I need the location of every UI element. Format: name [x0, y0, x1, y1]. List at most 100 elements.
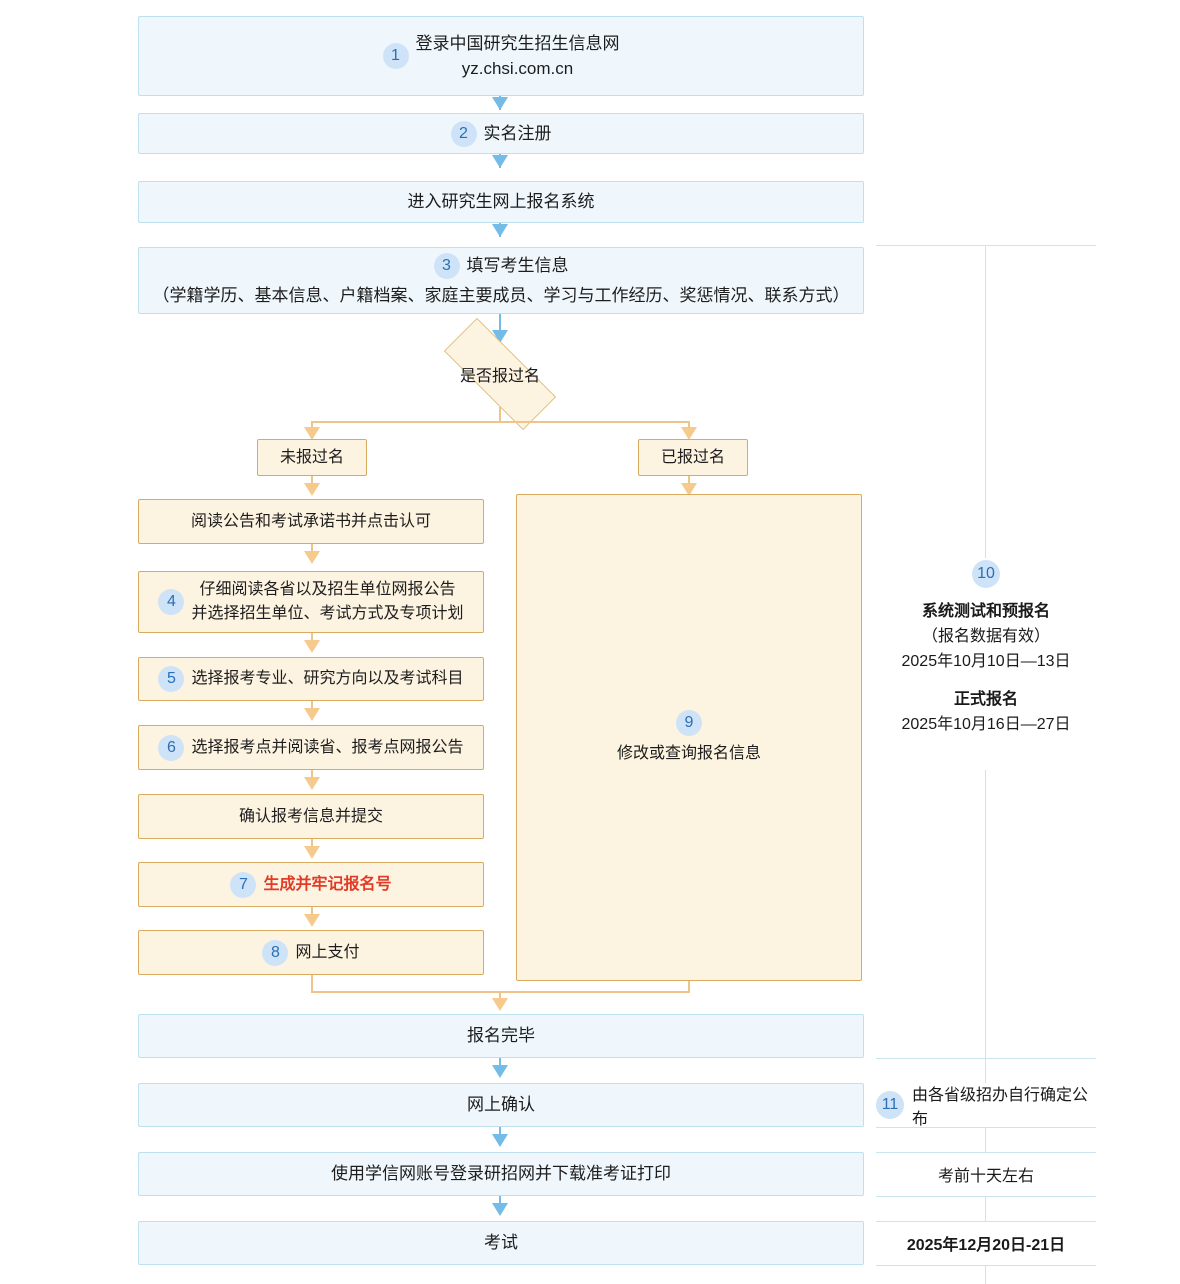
arrow-o5-o6 [304, 846, 320, 859]
node-fill-info-detail: （学籍学历、基本信息、户籍档案、家庭主要成员、学习与工作经历、奖惩情况、联系方式… [152, 285, 850, 305]
node-not-registered: 未报过名 [257, 439, 367, 476]
branch-stem [499, 407, 501, 423]
node-read-province-announcement-label: 仔细阅读各省以及招生单位网报公告 并选择招生单位、考试方式及专项计划 [191, 581, 464, 622]
connector-ticket-exam [499, 1196, 501, 1209]
node-read-province-announcement: 4 仔细阅读各省以及招生单位网报公告 并选择招生单位、考试方式及专项计划 [138, 571, 484, 633]
node-enter-system: 进入研究生网上报名系统 [138, 181, 864, 223]
timeline-ticket-row: 考前十天左右 [876, 1152, 1096, 1196]
timeline-exam-text: 2025年12月20日-21日 [906, 1237, 1066, 1254]
arrow-3-4 [492, 224, 508, 237]
arrow-confirm-ticket [492, 1134, 508, 1147]
timeline-official-dates: 2025年10月16日—27日 [901, 716, 1071, 734]
node-realname-register: 2 实名注册 [138, 113, 864, 154]
timeline-tick-exam-bottom [985, 1265, 986, 1284]
branch-horizontal [311, 421, 689, 423]
node-exam-label: 考试 [484, 1233, 518, 1253]
connector-complete-confirm [499, 1058, 501, 1071]
merge-right-drop [688, 981, 690, 993]
arrow-branch-left [304, 427, 320, 440]
step-badge-7: 7 [230, 871, 257, 898]
connector-o6-o7 [311, 907, 313, 920]
arrow-o6-o7 [304, 914, 320, 927]
step-badge-5: 5 [158, 666, 185, 692]
node-download-admission-ticket: 使用学信网账号登录研招网并下载准考证打印 [138, 1152, 864, 1196]
arrow-complete-confirm [492, 1065, 508, 1078]
node-confirm-submit-label: 确认报考信息并提交 [238, 807, 383, 825]
connector-confirm-ticket [499, 1127, 501, 1140]
node-login-label: 登录中国研究生招生信息网 yz.chsi.com.cn [415, 33, 620, 79]
node-online-confirmation: 网上确认 [138, 1083, 864, 1127]
timeline-pretest-title: 系统测试和预报名 [921, 603, 1050, 620]
branch-right-drop [688, 421, 690, 432]
branch-left-drop [311, 421, 313, 432]
arrow-o2-o3 [304, 640, 320, 653]
node-fill-info: 3 填写考生信息 （学籍学历、基本信息、户籍档案、家庭主要成员、学习与工作经历、… [138, 247, 864, 314]
step-badge-2: 2 [450, 120, 477, 147]
node-download-admission-ticket-label: 使用学信网账号登录研招网并下载准考证打印 [331, 1164, 671, 1184]
arrow-notreg-o1 [304, 483, 320, 496]
arrow-ticket-exam [492, 1203, 508, 1216]
step-badge-8: 8 [262, 939, 289, 966]
connector-o5-o6 [311, 839, 313, 852]
node-modify-query-info: 9 修改或查询报名信息 [516, 494, 862, 981]
step-badge-10: 10 [972, 560, 1000, 588]
connector-o1-o2 [311, 544, 313, 557]
node-online-payment-label: 网上支付 [295, 943, 360, 961]
timeline-divider-exam-top [876, 1221, 1096, 1222]
step-badge-6: 6 [158, 734, 185, 761]
timeline-official-title: 正式报名 [953, 691, 1018, 709]
timeline-tick-confirm-bottom [985, 1127, 986, 1152]
node-read-announcement: 阅读公告和考试承诺书并点击认可 [138, 499, 484, 544]
arrow-merge-complete [492, 998, 508, 1011]
connector-o4-o5 [311, 770, 313, 783]
node-select-major-label: 选择报考专业、研究方向以及考试科目 [191, 670, 464, 687]
step-badge-4: 4 [158, 589, 185, 615]
node-already-registered-label: 已报过名 [660, 448, 725, 466]
step-badge-9: 9 [676, 709, 702, 736]
timeline-divider-exam-bottom [876, 1265, 1096, 1266]
node-generate-registration-number-label: 生成并牢记报名号 [263, 875, 392, 893]
timeline-tick-ticket-bottom [985, 1196, 986, 1221]
timeline-divider-ticket-top [876, 1152, 1096, 1153]
node-confirm-submit: 确认报考信息并提交 [138, 794, 484, 839]
node-exam: 考试 [138, 1221, 864, 1265]
node-already-registered: 已报过名 [638, 439, 748, 476]
connector-4-decision [499, 314, 501, 342]
arrow-o3-o4 [304, 708, 320, 721]
timeline-divider-confirm-top [876, 1058, 1096, 1059]
node-select-exam-site: 6 选择报考点并阅读省、报考点网报公告 [138, 725, 484, 770]
node-not-registered-label: 未报过名 [279, 448, 344, 466]
node-online-confirmation-label: 网上确认 [467, 1095, 535, 1115]
connector-notreg-o1 [311, 476, 313, 488]
connector-o3-o4 [311, 701, 313, 714]
node-generate-registration-number: 7 生成并牢记报名号 [138, 862, 484, 907]
node-online-payment: 8 网上支付 [138, 930, 484, 975]
node-read-announcement-label: 阅读公告和考试承诺书并点击认可 [190, 512, 431, 530]
step-badge-1: 1 [382, 43, 409, 69]
node-select-exam-site-label: 选择报考点并阅读省、报考点网报公告 [191, 738, 464, 756]
step-badge-11: 11 [876, 1091, 904, 1119]
timeline-ticket-text: 考前十天左右 [937, 1168, 1034, 1185]
step-badge-3: 3 [433, 252, 460, 279]
node-enter-system-label: 进入研究生网上报名系统 [407, 192, 595, 212]
node-select-major: 5 选择报考专业、研究方向以及考试科目 [138, 657, 484, 701]
merge-stem [499, 991, 501, 1001]
timeline-divider-confirm-bottom [876, 1127, 1096, 1128]
timeline-registration-block: 10 系统测试和预报名 （报名数据有效） 2025年10月10日—13日 正式报… [876, 560, 1096, 738]
timeline-exam-row: 2025年12月20日-21日 [876, 1221, 1096, 1265]
timeline-confirm-row: 11 由各省级招办自行确定公布 [876, 1083, 1096, 1128]
connector-o2-o3 [311, 633, 313, 646]
decision-registered-before: 是否报过名 [421, 318, 579, 430]
merge-left-drop [311, 975, 313, 993]
timeline-pretest-dates: 2025年10月10日—13日 [901, 652, 1071, 670]
timeline-confirm-text: 由各省级招办自行确定公布 [912, 1087, 1089, 1128]
arrow-o4-o5 [304, 777, 320, 790]
timeline-tick-registration [985, 245, 986, 558]
arrow-branch-right [681, 427, 697, 440]
arrow-2-3 [492, 155, 508, 168]
timeline-tick-registration-lower [985, 770, 986, 1058]
timeline-tick-confirm-top [985, 1058, 986, 1083]
timeline-badge-10-wrap: 10 [876, 560, 1096, 588]
node-fill-info-label: 填写考生信息 [466, 256, 569, 275]
